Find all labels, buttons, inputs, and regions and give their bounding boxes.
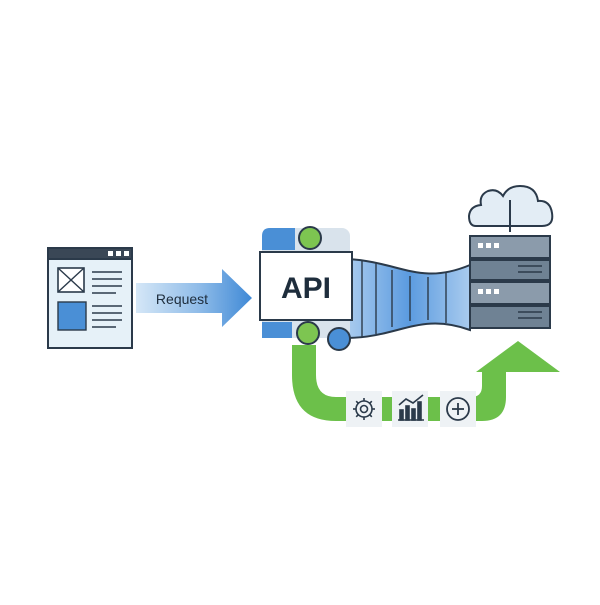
request-arrow: Request bbox=[136, 269, 252, 327]
cloud-icon bbox=[467, 184, 554, 232]
server-rack-icon bbox=[469, 235, 551, 329]
api-to-server-funnel bbox=[347, 257, 471, 340]
webpage-icon bbox=[47, 247, 133, 349]
connector-node-top bbox=[298, 226, 322, 250]
bar-chart-trend-icon bbox=[392, 391, 428, 427]
api-gateway: API bbox=[259, 226, 353, 351]
connector-node-blue bbox=[327, 327, 351, 351]
connector-node-bottom bbox=[296, 321, 320, 345]
plus-circle-icon bbox=[440, 391, 476, 427]
request-arrow-label: Request bbox=[156, 291, 208, 307]
image-placeholder-icon bbox=[57, 267, 85, 293]
api-label: API bbox=[281, 272, 331, 305]
gear-icon bbox=[346, 391, 382, 427]
response-return-arrow bbox=[292, 341, 560, 427]
